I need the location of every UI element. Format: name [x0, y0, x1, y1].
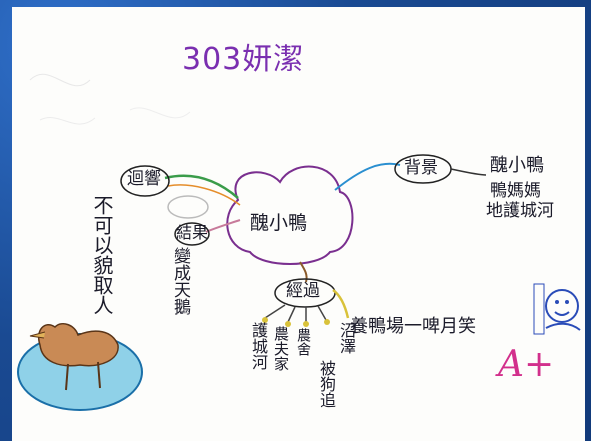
process-detail-1: 護城河 — [249, 322, 268, 370]
background-detail-2: 鴨媽媽 — [490, 181, 541, 201]
branch-result-label: 結果 — [176, 223, 209, 242]
process-main-line: 養鴨場一啤月笑 — [350, 316, 476, 337]
center-node-label: 醜小鴨 — [250, 212, 308, 234]
page-title: 303妍潔 — [182, 42, 305, 77]
teacher-stamp — [532, 278, 582, 344]
background-detail-3: 地護城河 — [486, 201, 554, 221]
process-detail-5: 沼澤 — [337, 322, 356, 354]
branch-review-label: 迴響 — [127, 169, 161, 189]
grade-mark: A+ — [498, 344, 555, 385]
side-note: 不可以貌取人 — [90, 195, 114, 315]
branch-background-label: 背景 — [404, 158, 438, 178]
branch-process-label: 經過 — [286, 281, 320, 301]
process-detail-4: 被狗追 — [317, 360, 336, 408]
process-detail-3: 農舍 — [295, 328, 311, 356]
result-detail: 變成天鵝 — [170, 247, 190, 315]
process-detail-2: 農夫家 — [272, 326, 290, 371]
background-detail-1: 醜小鴨 — [490, 155, 544, 176]
